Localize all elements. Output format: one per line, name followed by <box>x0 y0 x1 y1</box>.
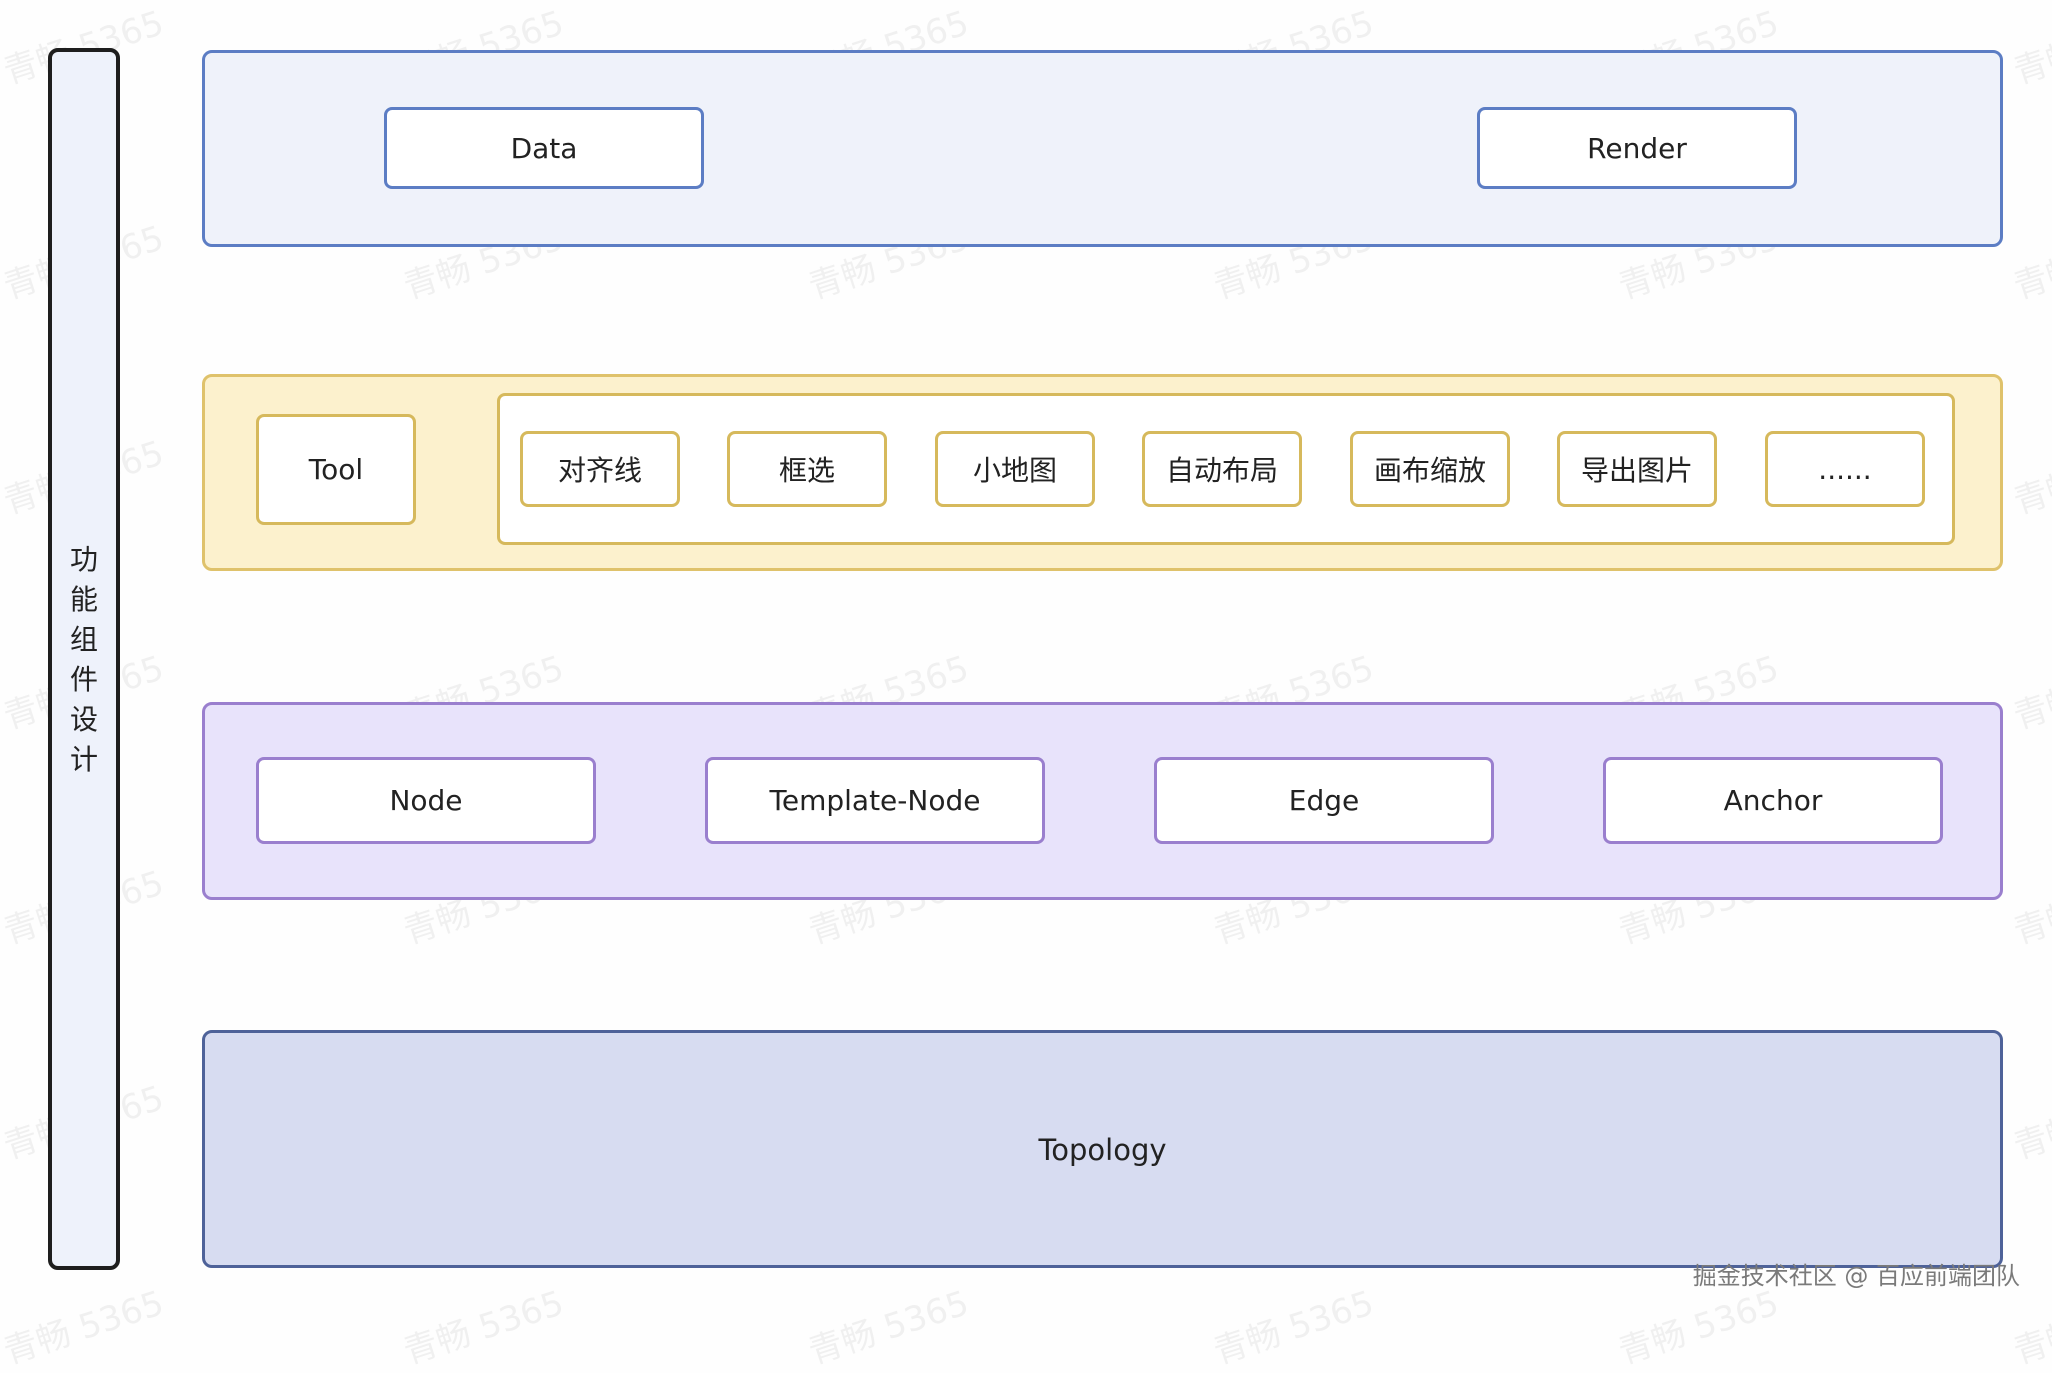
anchor-box-label: Anchor <box>1723 784 1823 817</box>
watermark-text: 青畅 5365 <box>0 1283 169 1373</box>
tool-item-label: ...... <box>1818 452 1872 486</box>
sidebar-char: 件 <box>69 663 98 696</box>
template-node-box: Template-Node <box>705 757 1045 844</box>
watermark-text: 青畅 5365 <box>803 1283 974 1373</box>
sidebar-char: 设 <box>69 703 98 736</box>
tool-item: 对齐线 <box>520 431 680 507</box>
sidebar-char: 计 <box>69 743 98 776</box>
tool-item-more: ...... <box>1765 431 1925 507</box>
tool-item: 画布缩放 <box>1350 431 1510 507</box>
tool-item-label: 框选 <box>778 454 835 487</box>
node-box: Node <box>256 757 596 844</box>
sidebar-char: 组 <box>69 623 98 656</box>
topology-layer <box>202 1030 2003 1268</box>
tool-item: 自动布局 <box>1142 431 1302 507</box>
edge-box-label: Edge <box>1288 784 1360 817</box>
footer-credit: 掘金技术社区 @ 百应前端团队 <box>1692 1262 2020 1290</box>
watermark-text: 青畅 5365 <box>2008 863 2052 953</box>
sidebar-frame <box>48 48 120 1270</box>
watermark-text: 青畅 5365 <box>2008 1078 2052 1168</box>
tool-item-label: 小地图 <box>972 454 1057 487</box>
render-box: Render <box>1477 107 1797 189</box>
watermark-text: 青畅 5365 <box>2008 433 2052 523</box>
edge-box: Edge <box>1154 757 1494 844</box>
data-box: Data <box>384 107 704 189</box>
node-box-label: Node <box>389 784 463 817</box>
watermark-text: 青畅 5365 <box>2008 648 2052 738</box>
template-node-box-label: Template-Node <box>769 784 981 817</box>
tool-item-label: 对齐线 <box>557 454 642 487</box>
watermark-text: 青畅 5365 <box>1208 1283 1379 1373</box>
sidebar-char: 能 <box>69 583 98 616</box>
render-box-label: Render <box>1587 131 1687 165</box>
tool-item-label: 自动布局 <box>1165 454 1278 487</box>
tool-box: Tool <box>256 414 416 525</box>
sidebar-title: 功 能 组 件 设 计 <box>48 540 120 780</box>
tool-item: 框选 <box>727 431 887 507</box>
tool-item: 小地图 <box>935 431 1095 507</box>
tool-item-label: 画布缩放 <box>1373 454 1486 487</box>
tool-item-label: 导出图片 <box>1580 454 1693 487</box>
anchor-box: Anchor <box>1603 757 1943 844</box>
tool-item: 导出图片 <box>1557 431 1717 507</box>
data-box-label: Data <box>510 131 578 165</box>
topology-label: Topology <box>1038 1133 1167 1167</box>
watermark-text: 青畅 5365 <box>2008 218 2052 308</box>
sidebar-char: 功 <box>69 543 98 576</box>
watermark-text: 青畅 5365 <box>2008 3 2052 93</box>
tool-box-label: Tool <box>308 453 364 486</box>
watermark-text: 青畅 5365 <box>398 1283 569 1373</box>
